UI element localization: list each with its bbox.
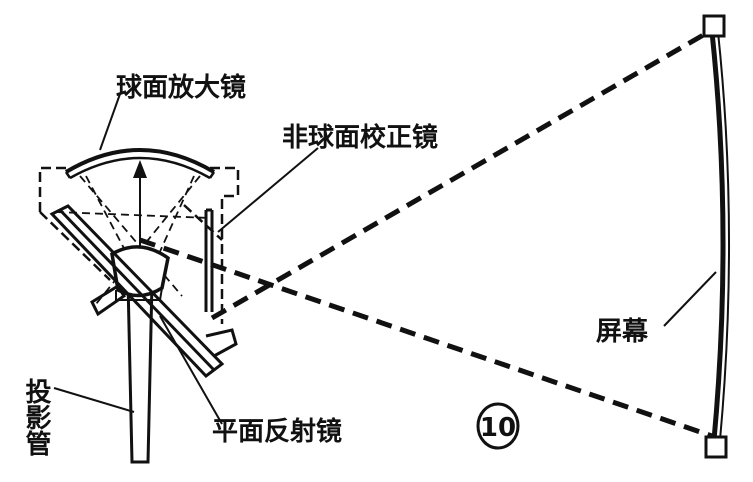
figure-number: 10 xyxy=(480,413,516,443)
beam-lower-ray xyxy=(139,237,713,439)
screen xyxy=(702,14,731,459)
screen-surface xyxy=(709,31,726,441)
optical-axis-arrow xyxy=(133,160,147,252)
leader-spherical-mirror xyxy=(99,93,121,151)
tube-neck xyxy=(126,280,154,464)
label-spherical-mirror: 球面放大镜 xyxy=(116,72,246,103)
label-plane-mirror: 平面反射镜 xyxy=(212,416,342,447)
leader-aspheric-corrector xyxy=(217,147,319,233)
label-projection-tube: 投影管 xyxy=(21,378,51,456)
label-aspheric-corrector: 非球面校正镜 xyxy=(282,122,438,153)
screen-bottom-bracket xyxy=(704,435,728,459)
leader-lines xyxy=(53,93,717,425)
aspheric-corrector xyxy=(204,208,214,312)
leader-screen xyxy=(663,271,717,327)
projection-beam xyxy=(139,27,714,439)
leader-projection-tube xyxy=(53,387,135,413)
screen-top-bracket xyxy=(702,14,726,38)
figure-number-badge: 10 xyxy=(476,402,520,450)
leader-plane-mirror xyxy=(159,315,223,425)
beam-upper-ray xyxy=(210,27,714,321)
projection-tube xyxy=(110,245,170,464)
cabinet-housing xyxy=(38,166,240,324)
spherical-mirror xyxy=(64,148,216,180)
label-screen: 屏幕 xyxy=(596,317,649,347)
plane-mirror xyxy=(49,204,238,379)
